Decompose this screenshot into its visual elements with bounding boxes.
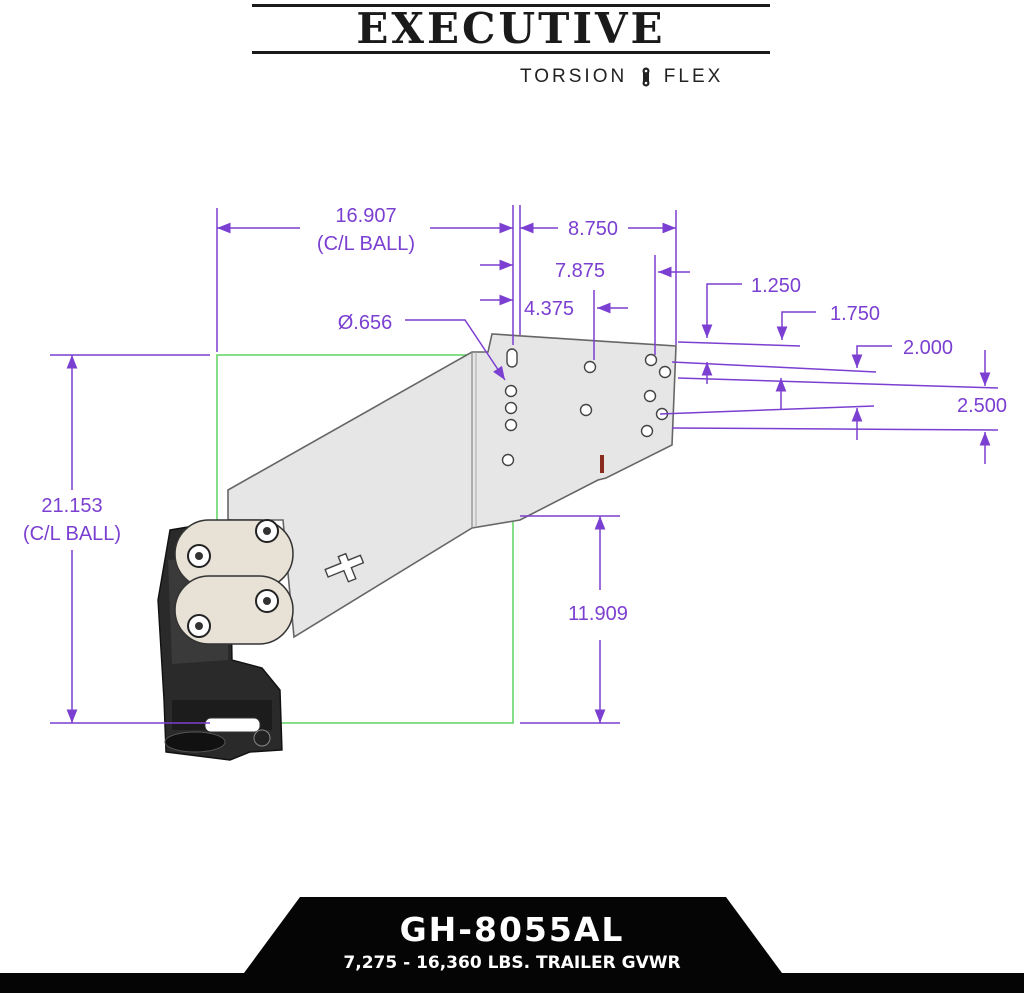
torsion-links (174, 519, 294, 645)
slot-mark (600, 455, 604, 473)
dim-11909: 11.909 (568, 603, 628, 625)
dim-16907-note: (C/L BALL) (317, 233, 415, 255)
brand-subline-right: FLEX (663, 66, 724, 87)
dim-2500: 2.500 (957, 395, 1007, 417)
product-model: GH-8055AL (399, 910, 625, 949)
product-capacity: 7,275 - 16,360 LBS. TRAILER GVWR (343, 953, 681, 973)
cross-cutout-icon (324, 552, 365, 583)
brand-logo: EXECUTIVE (252, 4, 770, 54)
footer-shape (0, 897, 1024, 993)
dim-4375: 4.375 (524, 298, 574, 320)
brand-subline: TORSION FLEX (520, 64, 780, 90)
hitch-arm-plate (227, 333, 677, 639)
dim-16907: 16.907 (335, 205, 396, 227)
hitch-dimension-drawing: 16.907 (C/L BALL) 8.750 7.875 4.375 Ø.65… (23, 205, 1007, 761)
footer-banner (0, 895, 1024, 993)
dim-1250: 1.250 (751, 275, 801, 297)
dim-hole-diameter: Ø.656 (338, 312, 392, 334)
dim-21153-note: (C/L BALL) (23, 523, 121, 545)
header: EXECUTIVE TORSION FLEX (0, 0, 1024, 100)
brand-subline-left: TORSION (520, 66, 628, 87)
torsion-link-icon (642, 67, 649, 87)
mounting-holes (501, 348, 672, 467)
dim-2000: 2.000 (903, 337, 953, 359)
dim-21153: 21.153 (41, 495, 102, 517)
dim-8750: 8.750 (568, 218, 618, 240)
dim-7875: 7.875 (555, 260, 605, 282)
dim-1750: 1.750 (830, 303, 880, 325)
